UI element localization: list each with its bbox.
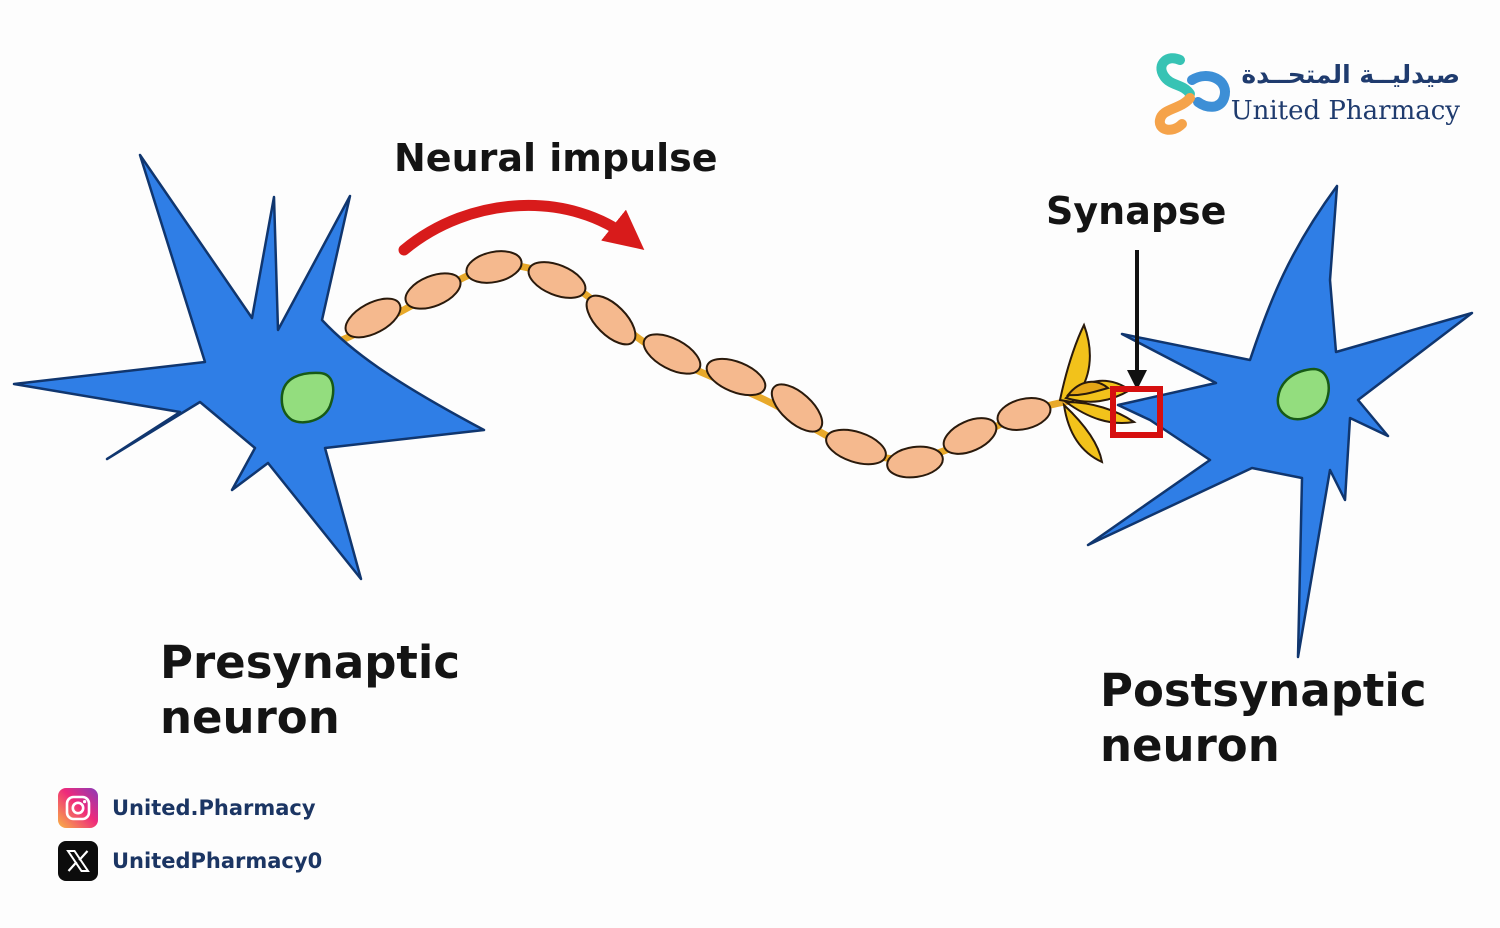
- myelin-segment: [465, 250, 523, 284]
- myelin-segment: [770, 383, 824, 433]
- postsynaptic-label-line-2: neuron: [1100, 718, 1280, 772]
- instagram-icon: [58, 788, 98, 828]
- united-pharmacy-logo: صيدليــة المتحــدة United Pharmacy: [1150, 50, 1470, 136]
- synapse-label: Synapse: [1046, 189, 1227, 233]
- neural-impulse-label: Neural impulse: [394, 136, 718, 180]
- myelin-segment: [642, 333, 702, 375]
- instagram-handle: United.Pharmacy: [112, 796, 316, 820]
- logo-mark-icon: [1154, 53, 1230, 135]
- postsynaptic-neuron: [1086, 184, 1474, 659]
- axon-terminal: [1058, 322, 1137, 464]
- impulse-arrow: [398, 199, 645, 256]
- presynaptic-label-line-1: Presynaptic: [160, 636, 461, 689]
- presynaptic-neuron-label: Presynaptic neuron: [160, 636, 460, 746]
- postsynaptic-cell-body: [1086, 184, 1474, 659]
- myelin-segment: [825, 428, 887, 466]
- x-link[interactable]: UnitedPharmacy0: [58, 841, 322, 881]
- x-logo-icon: [58, 841, 98, 881]
- presynaptic-neuron: [12, 153, 486, 581]
- presynaptic-nucleus: [280, 371, 335, 424]
- myelin-segment: [996, 397, 1052, 431]
- myelin-sheath: [344, 250, 1052, 479]
- myelin-segment: [942, 417, 998, 455]
- postsynaptic-nucleus: [1276, 367, 1330, 421]
- instagram-link[interactable]: United.Pharmacy: [58, 788, 316, 828]
- myelin-segment: [886, 445, 944, 479]
- brand-name-english: United Pharmacy: [1230, 96, 1460, 126]
- myelin-segment: [705, 357, 767, 397]
- myelin-segment: [585, 294, 637, 346]
- x-handle: UnitedPharmacy0: [112, 849, 323, 873]
- postsynaptic-label-line-1: Postsynaptic: [1100, 664, 1427, 717]
- myelin-segment: [404, 272, 462, 310]
- synapse-highlight-box: [1110, 386, 1163, 438]
- myelin-segment: [344, 297, 402, 339]
- postsynaptic-neuron-label: Postsynaptic neuron: [1100, 664, 1427, 774]
- brand-name-arabic: صيدليــة المتحــدة: [1241, 60, 1460, 89]
- presynaptic-label-line-2: neuron: [160, 690, 340, 744]
- presynaptic-cell-body: [12, 153, 486, 581]
- myelin-segment: [527, 261, 587, 299]
